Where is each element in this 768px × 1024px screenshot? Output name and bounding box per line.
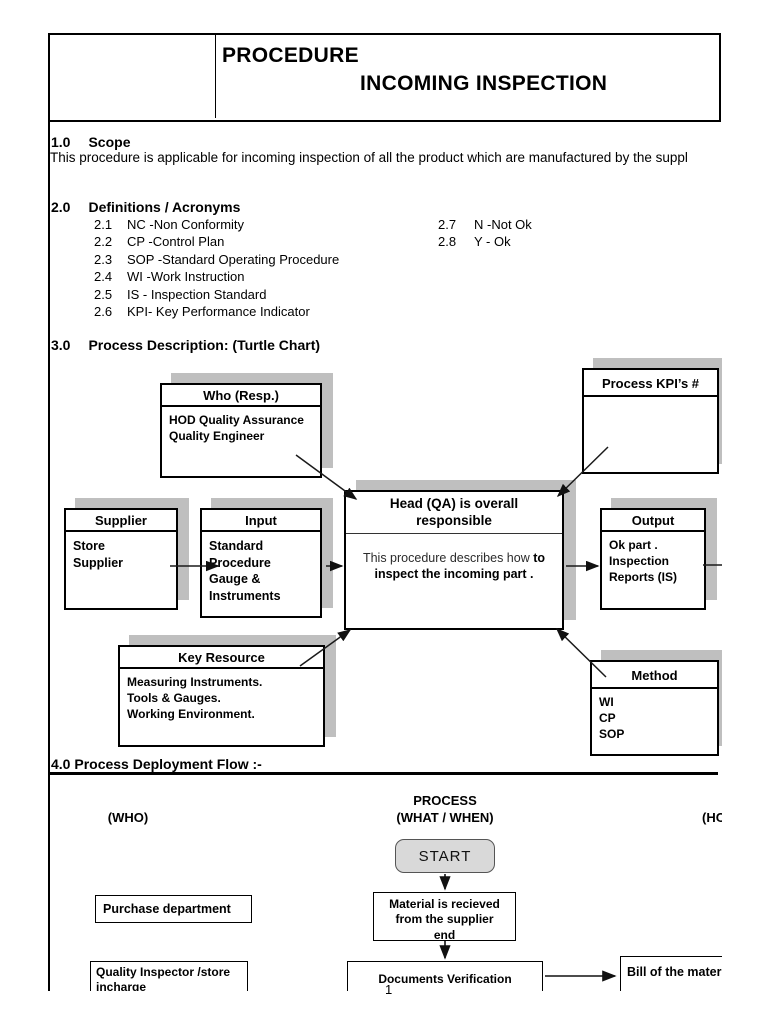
- supplier-box-body: Store Supplier: [73, 539, 124, 570]
- output-box-title: Output: [602, 510, 704, 532]
- who-box-title: Who (Resp.): [162, 385, 320, 407]
- kpi-box-title: Process KPI’s #: [584, 370, 717, 397]
- method-box-body: WI CP SOP: [599, 695, 625, 741]
- flow-heading-rule: [48, 772, 718, 775]
- input-box-body: Standard Procedure Gauge & Instruments: [209, 539, 281, 603]
- definitions-heading-num: 2.0: [51, 199, 71, 215]
- flow-col-how: (HOW): [702, 810, 722, 825]
- bill-of-material-box: Bill of the material: [620, 956, 722, 991]
- purchase-department-box: Purchase department: [95, 895, 252, 923]
- kpi-box: Process KPI’s #: [582, 368, 719, 474]
- turtle-heading-title: Process Description: (Turtle Chart): [88, 337, 321, 353]
- output-box-body: Ok part . Inspection Reports (IS): [609, 538, 678, 584]
- flow-col-who: (WHO): [107, 810, 149, 825]
- quality-inspector-box: Quality Inspector /store incharge: [90, 961, 248, 991]
- flow-heading-title: 4.0 Process Deployment Flow :-: [51, 756, 262, 772]
- input-box-title: Input: [202, 510, 320, 532]
- supplier-box-title: Supplier: [66, 510, 176, 532]
- center-box-body: This procedure describes how to inspect …: [362, 550, 546, 582]
- method-box-title: Method: [592, 662, 717, 689]
- definitions-heading: 2.0 Definitions / Acronyms: [51, 199, 240, 215]
- definitions-heading-title: Definitions / Acronyms: [88, 199, 241, 215]
- key-resource-box: Key Resource Measuring Instruments. Tool…: [118, 645, 325, 747]
- input-box: Input Standard Procedure Gauge & Instrum…: [200, 508, 322, 618]
- key-resource-box-title: Key Resource: [120, 647, 323, 669]
- turtle-heading-num: 3.0: [51, 337, 71, 353]
- scope-heading: 1.0 Scope: [51, 134, 130, 150]
- who-box: Who (Resp.) HOD Quality Assurance Qualit…: [160, 383, 322, 478]
- documents-verification-box: Documents Verification: [347, 961, 543, 991]
- key-resource-box-body: Measuring Instruments. Tools & Gauges. W…: [127, 675, 263, 721]
- supplier-box: Supplier Store Supplier: [64, 508, 178, 610]
- page-left-border: [48, 118, 50, 991]
- page-number: 1: [385, 982, 393, 997]
- page-content-area: PROCEDURE INCOMING INSPECTION 1.0 Scope …: [48, 33, 722, 991]
- scope-heading-num: 1.0: [51, 134, 71, 150]
- flow-col-process-sub: (WHAT / WHEN): [396, 810, 494, 825]
- center-box: Head (QA) is overall responsible This pr…: [344, 490, 564, 630]
- page-title: PROCEDURE: [222, 44, 359, 67]
- flow-heading: 4.0 Process Deployment Flow :-: [51, 756, 262, 772]
- material-received-box: Material is recieved from the supplier e…: [373, 892, 516, 942]
- header-table: [48, 33, 721, 122]
- scope-heading-title: Scope: [88, 134, 131, 150]
- who-box-body: HOD Quality Assurance Quality Engineer: [169, 413, 304, 443]
- output-box: Output Ok part . Inspection Reports (IS): [600, 508, 706, 610]
- flow-col-process: PROCESS: [413, 793, 477, 808]
- scope-text: This procedure is applicable for incomin…: [50, 150, 688, 165]
- center-box-title: Head (QA) is overall responsible: [346, 492, 562, 534]
- turtle-heading: 3.0 Process Description: (Turtle Chart): [51, 337, 320, 353]
- start-node: START: [395, 839, 495, 873]
- page-subtitle: INCOMING INSPECTION: [360, 72, 608, 95]
- method-box: Method WI CP SOP: [590, 660, 719, 756]
- header-divider: [215, 33, 216, 118]
